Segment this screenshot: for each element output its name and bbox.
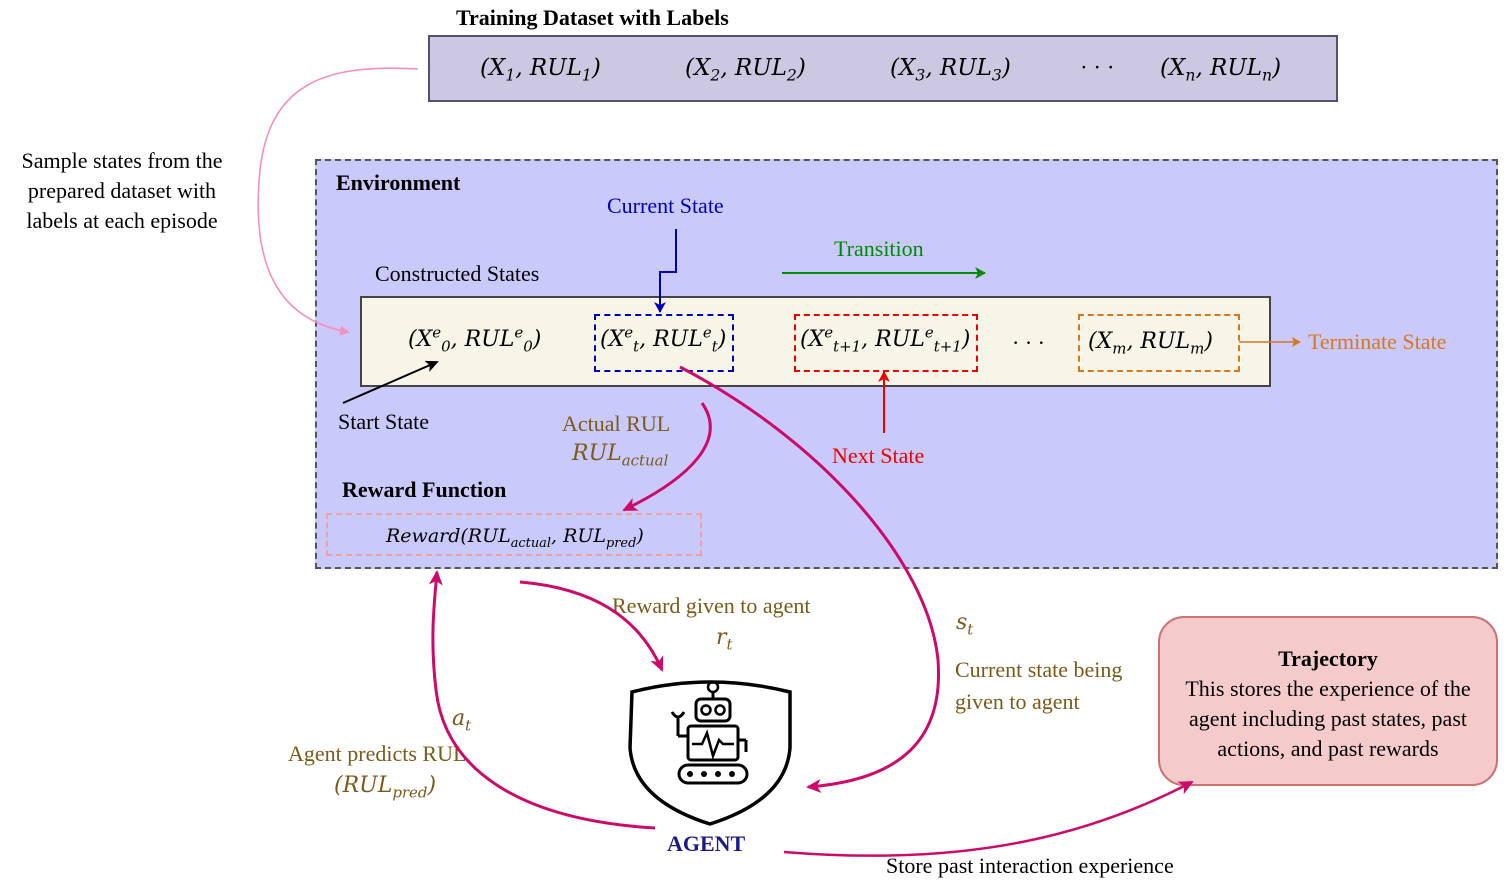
- current-state-frame: [594, 314, 734, 372]
- state-next: (Xet+1, RULet+1): [800, 323, 971, 356]
- reward-given-label: Reward given to agent: [612, 593, 811, 618]
- state-terminate: (Xm, RULm): [1088, 329, 1213, 358]
- states-ellipsis: · · ·: [1012, 330, 1045, 355]
- terminate-state-label: Terminate State: [1308, 329, 1447, 354]
- current-state-arrow: [654, 229, 677, 313]
- trajectory-title: Trajectory: [1278, 646, 1378, 671]
- dataset-item-3: (X3, RUL3): [890, 55, 1011, 85]
- sample-note: Sample states from the prepared dataset …: [21, 148, 223, 233]
- agent-robot-icon: [628, 680, 792, 826]
- current-state-label: Current State: [607, 193, 724, 218]
- trajectory-box: Trajectory This stores the experience of…: [1158, 616, 1498, 786]
- constructed-states-label: Constructed States: [375, 261, 540, 286]
- constructed-states-box: (Xe0, RULe0) (Xet, RULet) (Xet+1, RULet+…: [360, 296, 1271, 387]
- terminate-state-frame: [1078, 314, 1240, 372]
- next-state-label: Next State: [832, 443, 925, 468]
- rul-pred: (RULpred): [334, 773, 437, 802]
- state-current: (Xet, RULet): [600, 323, 727, 356]
- state-start: (Xe0, RULe0): [408, 323, 542, 356]
- actual-rul-arrow: [622, 402, 712, 512]
- dataset-ellipsis: · · ·: [1080, 55, 1115, 80]
- agent-label: AGENT: [667, 831, 746, 856]
- start-state-arrow: [342, 360, 439, 404]
- dataset-box: (X1, RUL1) (X2, RUL2) (X3, RUL3) · · · (…: [428, 35, 1338, 102]
- dataset-title: Training Dataset with Labels: [456, 5, 729, 30]
- reward-function-title: Reward Function: [342, 477, 507, 502]
- reward-to-agent-arrow: [519, 580, 664, 672]
- dataset-item-n: (Xn, RULn): [1160, 55, 1282, 85]
- state-symbol: st: [956, 610, 974, 639]
- environment-title: Environment: [336, 170, 461, 195]
- start-state-label: Start State: [338, 409, 430, 434]
- actual-rul-math: RULactual: [572, 441, 669, 470]
- sample-arrow: [257, 67, 419, 336]
- action-symbol: at: [452, 706, 472, 735]
- reward-formula: Reward(RULactual, RULpred): [386, 525, 644, 551]
- reward-symbol: rt: [716, 625, 733, 654]
- actual-rul-label: Actual RUL: [562, 411, 671, 436]
- reward-function-box: Reward(RULactual, RULpred): [326, 513, 702, 556]
- store-arrow: [783, 780, 1194, 857]
- state-to-agent-arrow: [679, 365, 941, 793]
- current-state-given-label: Current state being given to agent: [955, 657, 1123, 714]
- action-to-reward-arrow: [428, 570, 656, 830]
- dataset-item-1: (X1, RUL1): [480, 55, 601, 85]
- dataset-item-2: (X2, RUL2): [685, 55, 806, 85]
- agent-predicts-label: Agent predicts RUL: [288, 741, 467, 766]
- transition-label: Transition: [834, 236, 924, 261]
- store-label: Store past interaction experience: [886, 853, 1174, 878]
